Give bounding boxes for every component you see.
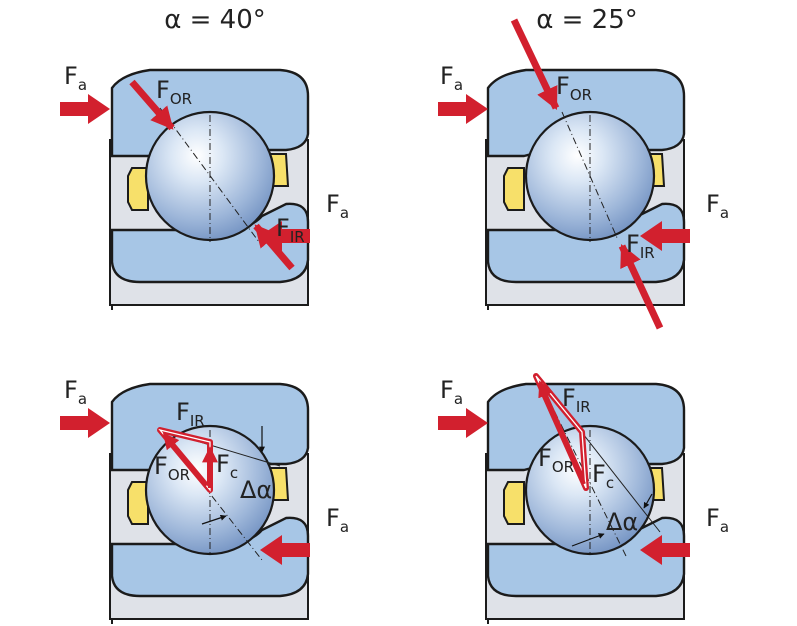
bearing-top-right: [438, 18, 690, 330]
bearing-top-left: [60, 68, 310, 312]
fc-label-bottom-right: Fc: [592, 460, 614, 492]
delta-alpha-label-left: Δα: [240, 476, 272, 504]
bearing-bottom-left: [60, 382, 310, 626]
fa-label-bottom-left-2: Fa: [326, 504, 349, 536]
fir-label-bottom-right: FIR: [562, 384, 591, 416]
bearing-bottom-right: [438, 373, 690, 626]
fa-label-bottom-right-2: Fa: [706, 504, 729, 536]
title-alpha-40: α = 40°: [164, 5, 266, 35]
for-label-bottom-right: FOR: [538, 444, 574, 476]
delta-alpha-label-right: Δα: [606, 508, 638, 536]
for-label-bottom-left: FOR: [154, 452, 190, 484]
fa-label-bottom-right-1: Fa: [440, 376, 463, 408]
force-or-arrow: [129, 79, 175, 131]
fir-label-top-right: FIR: [626, 230, 655, 262]
force-ir-arrow: [253, 223, 295, 271]
for-label-top-right: FOR: [556, 72, 592, 104]
fa-label-top-left-1: Fa: [64, 62, 87, 94]
force-ir-arrow-25: [618, 243, 664, 330]
fa-label-top-right-2: Fa: [706, 190, 729, 222]
title-alpha-25: α = 25°: [536, 5, 638, 35]
fc-label-bottom-left: Fc: [216, 450, 238, 482]
for-label-top-left: FOR: [156, 76, 192, 108]
fa-label-top-right-1: Fa: [440, 62, 463, 94]
fir-label-top-left: FIR: [276, 214, 305, 246]
fa-label-top-left-2: Fa: [326, 190, 349, 222]
fa-label-bottom-left-1: Fa: [64, 376, 87, 408]
force-or-arrow-25: [510, 18, 560, 111]
fir-label-bottom-left: FIR: [176, 398, 205, 430]
